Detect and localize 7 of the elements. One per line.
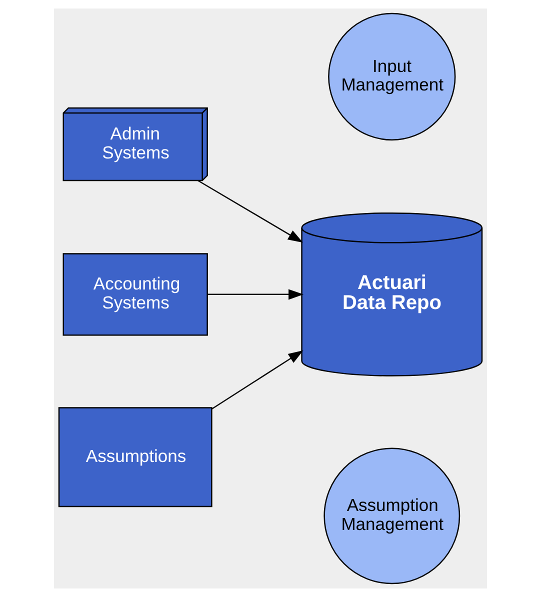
node-circle: Assumption Management (323, 448, 460, 584)
arrow (210, 350, 303, 410)
node-circle: Input Management (328, 12, 456, 140)
arrow (206, 289, 304, 300)
node-box: Assumptions (58, 407, 212, 508)
arrow (197, 180, 302, 243)
node-box: Accounting Systems (62, 253, 208, 336)
